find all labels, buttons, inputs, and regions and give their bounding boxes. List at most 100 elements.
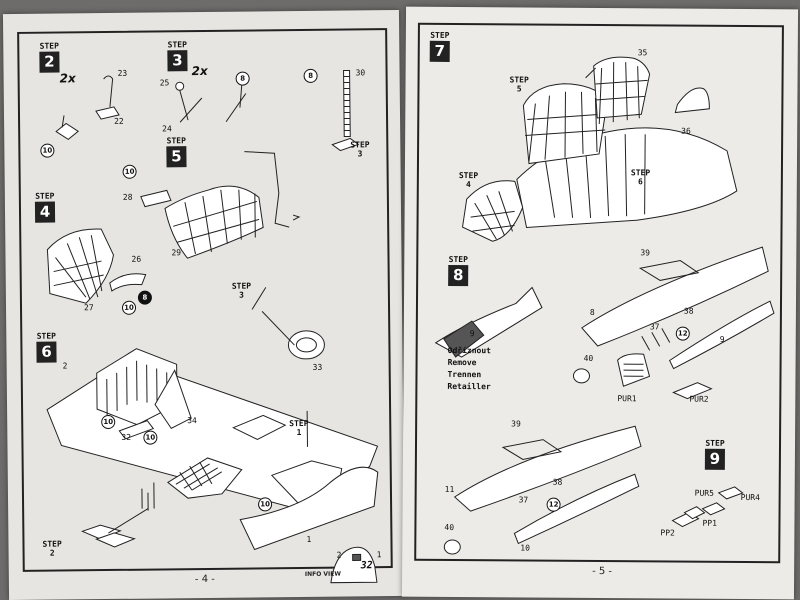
part-label-38: 38 xyxy=(683,306,694,316)
ref-step-5-num: 5 xyxy=(516,84,522,94)
ref-step-4-word: STEP xyxy=(458,171,479,181)
ref-step-6-word: STEP xyxy=(630,168,651,178)
part-label-30: 30 xyxy=(355,68,366,78)
circled-ref-10-a: 10 xyxy=(40,143,55,158)
part-label-39: 39 xyxy=(640,248,651,258)
step3-gun-right-drawing xyxy=(225,85,247,123)
step-8-word: STEP xyxy=(448,254,468,265)
circled-ref-10-d: 10 xyxy=(101,414,116,430)
part-label-37-b: 37 xyxy=(518,495,529,505)
part-label-32: 32 xyxy=(121,432,132,442)
part-label-9-left: 9 xyxy=(469,329,475,339)
part-label-2-top: 2 xyxy=(62,361,68,371)
label-pur4: PUR4 xyxy=(740,492,760,503)
part-label-40-b: 40 xyxy=(444,522,455,532)
ref-step-6-num: 6 xyxy=(638,177,643,187)
ref-step-5-word: STEP xyxy=(509,75,529,85)
part-label-8: 8 xyxy=(589,307,595,317)
step-9-badge: 9 xyxy=(704,448,725,470)
ref-step-4-num: 4 xyxy=(466,180,471,190)
left-page-drawings xyxy=(46,69,379,584)
right-page-number: - 5 - xyxy=(592,565,613,578)
label-pp1: PP1 xyxy=(702,518,717,528)
circled-ref-8-b: 8 xyxy=(303,68,318,83)
step-5-badge: 5 xyxy=(166,146,187,168)
remove-line-de: Trennen xyxy=(447,369,482,380)
part-label-29: 29 xyxy=(171,248,182,258)
part-22-drawing xyxy=(95,75,120,120)
step-4-word: STEP xyxy=(35,191,55,201)
step-6-badge: 6 xyxy=(36,341,57,363)
step-2-multiplier: 2x xyxy=(59,71,76,86)
circled-ref-12-a: 12 xyxy=(675,326,690,341)
part-label-26: 26 xyxy=(131,254,142,264)
step-7-word: STEP xyxy=(430,30,450,40)
step-8-badge: 8 xyxy=(448,264,469,287)
step-3-badge: 3 xyxy=(167,50,188,72)
step-3-word: STEP xyxy=(167,40,187,50)
part-33-wheel-drawing xyxy=(251,287,325,360)
label-pur5: PUR5 xyxy=(694,488,714,498)
part-10-lever-drawing xyxy=(55,115,80,141)
step5-seat-drawing xyxy=(140,151,301,259)
part-label-39-b: 39 xyxy=(511,419,521,429)
ref-step-2-word: STEP xyxy=(42,539,62,549)
part-label-23: 23 xyxy=(117,68,128,78)
circled-ref-12-b: 12 xyxy=(546,497,561,512)
step-9-word: STEP xyxy=(705,438,725,448)
step7-fuselage-drawing xyxy=(461,56,738,242)
label-pp2: PP2 xyxy=(660,528,675,538)
step3-gun-left-drawing xyxy=(175,81,203,123)
part-label-36: 36 xyxy=(681,126,691,136)
part-30-drawing xyxy=(331,69,360,152)
part-label-24: 24 xyxy=(162,124,172,134)
part-label-10: 10 xyxy=(520,543,530,553)
info-view-label: INFO VIEW xyxy=(304,570,342,578)
circled-ref-10-c: 10 xyxy=(121,300,137,315)
circled-ref-10-e: 10 xyxy=(143,430,158,445)
step4-frame-drawing xyxy=(46,228,147,304)
part-label-11: 11 xyxy=(444,484,455,494)
part-label-38-b: 38 xyxy=(552,477,563,487)
info-label-2: 2 xyxy=(336,550,342,560)
step-5-word: STEP xyxy=(166,136,186,146)
ref-step-3-a-num: 3 xyxy=(357,149,363,159)
remove-instruction: Odříznout Remove Trennen Retailler xyxy=(447,345,491,393)
circled-ref-10-f: 10 xyxy=(258,497,273,512)
step-2-word: STEP xyxy=(39,41,59,51)
part-label-33: 33 xyxy=(312,362,323,372)
step-7-badge: 7 xyxy=(429,40,450,62)
right-page-drawings xyxy=(434,56,775,555)
remove-line-en: Remove xyxy=(447,357,477,368)
ref-step-1-word: STEP xyxy=(289,418,309,429)
part-label-37: 37 xyxy=(649,322,660,332)
ref-step-3-b-num: 3 xyxy=(239,290,244,300)
circled-ref-10-b: 10 xyxy=(122,164,137,179)
part-label-1: 1 xyxy=(306,534,312,544)
ref-step-2-num: 2 xyxy=(49,548,55,558)
label-pur2: PUR2 xyxy=(689,394,709,404)
part-label-27: 27 xyxy=(83,303,94,313)
part-label-9: 9 xyxy=(719,334,725,344)
step8-main-wing-drawing xyxy=(572,246,775,400)
remove-line-cz: Odříznout xyxy=(447,345,492,356)
left-page-number: - 4 - xyxy=(194,573,215,586)
part-label-34: 34 xyxy=(187,416,197,426)
remove-line-fr: Retailler xyxy=(447,381,491,392)
ref-step-3-b-word: STEP xyxy=(231,281,252,291)
part-label-22: 22 xyxy=(114,116,124,126)
step-3-multiplier: 2x xyxy=(191,63,208,79)
